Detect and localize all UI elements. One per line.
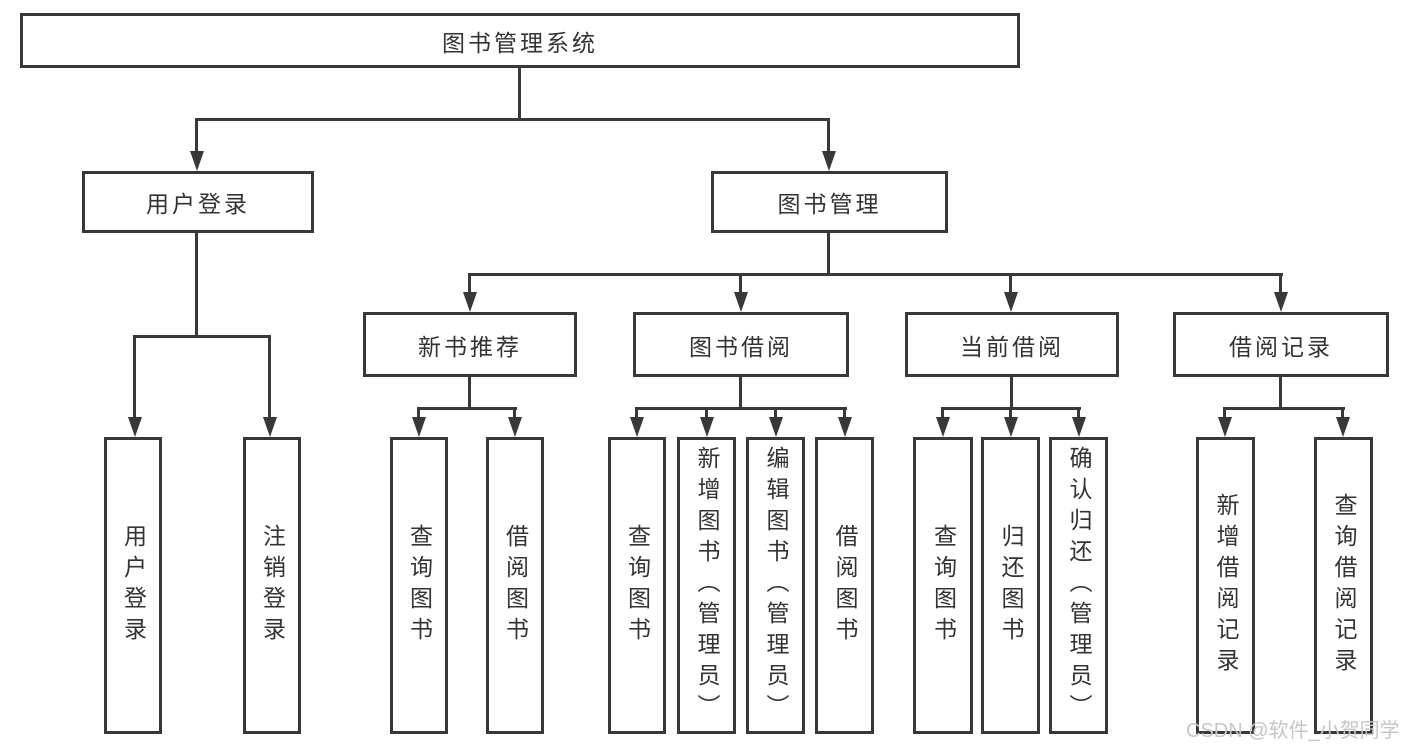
connector-line xyxy=(1341,407,1344,418)
connector-line xyxy=(195,118,830,121)
node-borrow-records: 借阅记录 xyxy=(1173,312,1389,377)
node-label: 新增图书（管理员） xyxy=(694,446,720,725)
connector-line xyxy=(1009,273,1012,293)
node-label: 新增借阅记录 xyxy=(1213,492,1239,679)
arrowhead xyxy=(1004,417,1018,437)
node-label: 用户登录 xyxy=(120,523,147,648)
connector-line xyxy=(941,407,944,418)
node-current-borrow: 当前借阅 xyxy=(905,312,1119,377)
node-new-book-recommend: 新书推荐 xyxy=(363,312,577,377)
leaf-return-books: 归还图书 xyxy=(981,437,1040,734)
arrowhead xyxy=(412,417,426,437)
connector-line xyxy=(195,118,198,152)
leaf-borrow-books-recommend: 借阅图书 xyxy=(486,437,544,734)
leaf-query-borrow-record: 查询借阅记录 xyxy=(1314,437,1373,734)
arrowhead xyxy=(838,417,852,437)
node-label: 确认归还（管理员） xyxy=(1066,446,1092,725)
arrowhead xyxy=(463,292,477,312)
connector-line xyxy=(739,377,742,407)
node-label: 图书借阅 xyxy=(689,333,793,360)
arrowhead xyxy=(769,417,783,437)
arrowhead xyxy=(1072,417,1086,437)
node-label: 查询图书 xyxy=(406,523,433,648)
connector-line xyxy=(635,407,847,410)
node-label: 当前借阅 xyxy=(960,333,1064,360)
connector-line xyxy=(468,273,1283,276)
node-label: 查询借阅记录 xyxy=(1331,492,1357,679)
arrowhead xyxy=(1004,292,1018,312)
arrowhead xyxy=(822,151,836,171)
connector-line xyxy=(417,407,420,418)
node-label: 编辑图书（管理员） xyxy=(763,446,789,725)
arrowhead xyxy=(1336,417,1350,437)
node-label: 借阅图书 xyxy=(832,523,858,648)
connector-line xyxy=(195,233,198,335)
watermark: CSDN @软件_小贺同学 xyxy=(1186,720,1400,742)
connector-line xyxy=(1279,377,1282,407)
leaf-query-books-recommend: 查询图书 xyxy=(390,437,448,734)
connector-line xyxy=(1223,407,1226,418)
arrowhead xyxy=(1274,292,1288,312)
leaf-confirm-return-admin: 确认归还（管理员） xyxy=(1049,437,1108,734)
arrowhead xyxy=(190,151,204,171)
connector-line xyxy=(774,407,777,418)
node-book-borrow: 图书借阅 xyxy=(633,312,849,377)
node-label: 图书管理系统 xyxy=(442,29,598,56)
arrowhead xyxy=(1218,417,1232,437)
arrowhead xyxy=(263,417,277,437)
connector-line xyxy=(1009,407,1012,418)
connector-line xyxy=(705,407,708,418)
arrowhead xyxy=(630,417,644,437)
connector-line xyxy=(417,407,517,410)
connector-line xyxy=(1223,407,1345,410)
connector-line xyxy=(468,273,471,293)
node-label: 用户登录 xyxy=(146,191,250,217)
connector-line xyxy=(843,407,846,418)
arrowhead xyxy=(936,417,950,437)
connector-line xyxy=(635,407,638,418)
node-label: 归还图书 xyxy=(998,523,1024,648)
node-label: 查询图书 xyxy=(930,523,957,648)
leaf-query-books-current: 查询图书 xyxy=(913,437,973,734)
node-book-management: 图书管理 xyxy=(711,171,948,233)
node-root: 图书管理系统 xyxy=(20,13,1020,68)
leaf-edit-book-admin: 编辑图书（管理员） xyxy=(746,437,805,734)
node-label: 图书管理 xyxy=(777,191,882,217)
connector-line xyxy=(827,233,830,273)
arrowhead xyxy=(734,292,748,312)
node-label: 查询图书 xyxy=(624,523,651,648)
connector-line xyxy=(513,407,516,418)
connector-line xyxy=(1279,273,1282,293)
node-label: 新书推荐 xyxy=(418,333,522,360)
connector-line xyxy=(468,377,471,407)
leaf-borrow-books: 借阅图书 xyxy=(815,437,874,734)
connector-line xyxy=(133,335,271,338)
leaf-user-login: 用户登录 xyxy=(104,437,162,734)
node-label: 注销登录 xyxy=(259,523,286,648)
leaf-query-books-borrow: 查询图书 xyxy=(608,437,666,734)
connector-line xyxy=(268,335,271,417)
node-label: 借阅记录 xyxy=(1229,333,1333,360)
leaf-logout: 注销登录 xyxy=(243,437,301,734)
arrowhead xyxy=(128,417,142,437)
node-label: 借阅图书 xyxy=(502,523,529,648)
arrowhead xyxy=(700,417,714,437)
connector-line xyxy=(1077,407,1080,418)
arrowhead xyxy=(508,417,522,437)
connector-line xyxy=(739,273,742,293)
connector-line xyxy=(827,118,830,152)
leaf-add-book-admin: 新增图书（管理员） xyxy=(677,437,736,734)
node-user-login: 用户登录 xyxy=(82,171,314,233)
connector-line xyxy=(1010,377,1013,407)
leaf-add-borrow-record: 新增借阅记录 xyxy=(1196,437,1255,734)
connector-line xyxy=(518,68,521,118)
connector-line xyxy=(133,335,136,417)
